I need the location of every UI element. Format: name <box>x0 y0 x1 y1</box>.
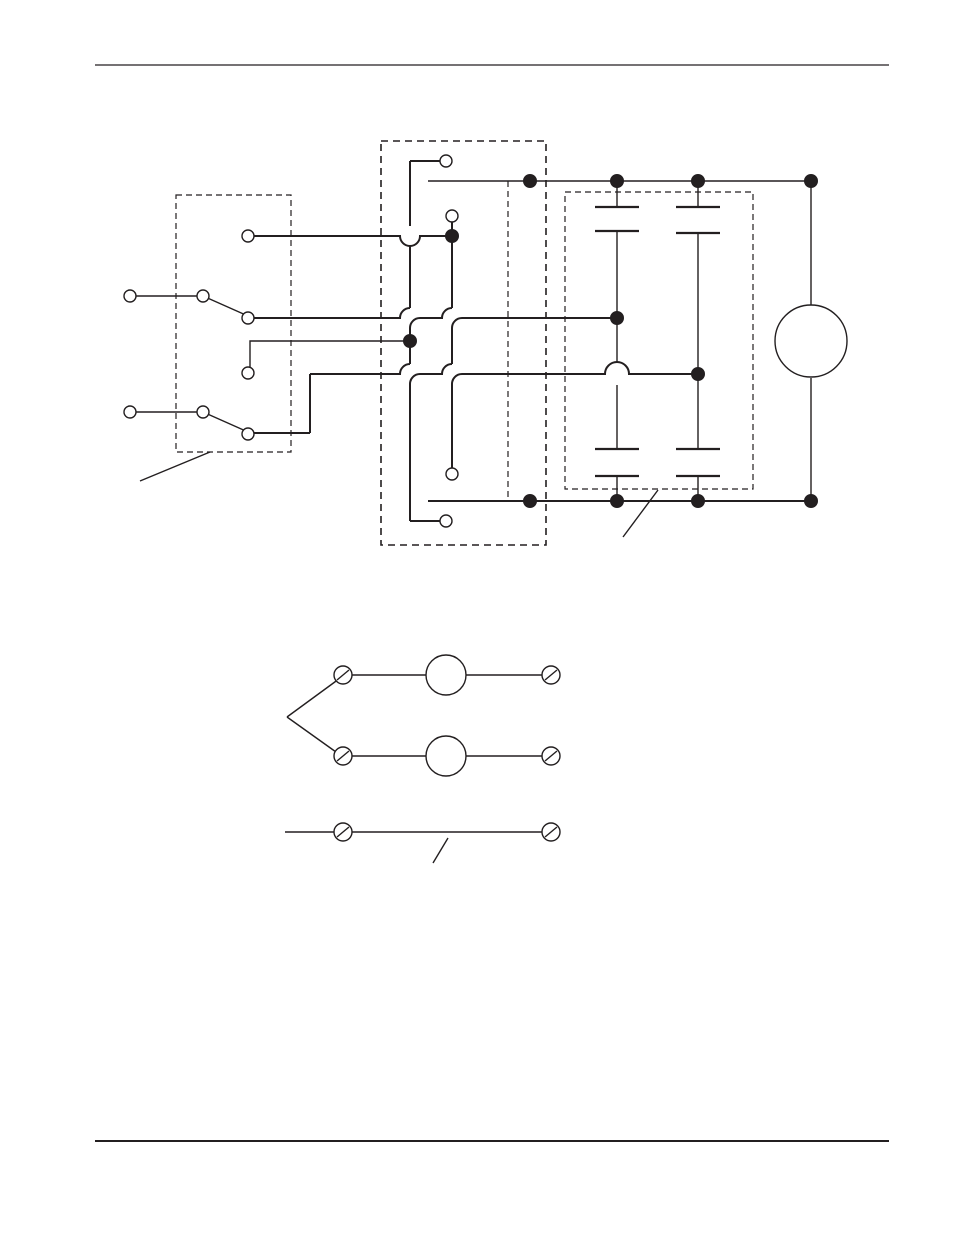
switch-enclosure <box>175 194 292 453</box>
wire-row-341 <box>249 340 410 373</box>
terminal-open <box>445 467 459 481</box>
screw-terminal <box>333 746 353 766</box>
fork-upper <box>286 675 344 718</box>
terminal-enclosure <box>380 140 547 546</box>
motor-circle <box>774 304 848 378</box>
terminal-open <box>241 427 255 441</box>
switch-enclosure-leader <box>139 451 211 482</box>
lamp-circuit-diagram <box>285 654 561 864</box>
terminal-open <box>241 229 255 243</box>
ground-wire-leader <box>432 837 449 864</box>
terminal-open <box>196 289 210 303</box>
junction-dot <box>804 494 818 508</box>
fork-lower <box>286 716 344 758</box>
capacitor-enclosure-leader <box>622 489 659 538</box>
wiring-schematic <box>123 140 848 546</box>
terminal-open <box>445 209 459 223</box>
terminal-open <box>196 405 210 419</box>
terminal-open <box>439 514 453 528</box>
terminal-open <box>241 366 255 380</box>
junction-dot <box>804 174 818 188</box>
junction-dot <box>523 174 537 188</box>
junction-dot <box>691 494 705 508</box>
terminal-open <box>123 289 137 303</box>
terminal-open <box>123 405 137 419</box>
junction-dot <box>691 174 705 188</box>
screw-terminal <box>541 746 561 766</box>
junction-dot <box>610 494 624 508</box>
junction-dot <box>523 494 537 508</box>
capacitor-enclosure <box>564 191 754 490</box>
screw-terminal <box>333 665 353 685</box>
wire-row-374 <box>310 361 698 385</box>
wire-row-236 <box>248 235 452 247</box>
junction-dot <box>691 367 705 381</box>
switch2-blade <box>202 411 249 433</box>
upper-lamp-circle <box>425 654 467 696</box>
switch1-blade <box>202 295 249 317</box>
screw-terminal <box>333 822 353 842</box>
terminal-open <box>439 154 453 168</box>
wire-row-318 <box>248 307 617 329</box>
lower-lamp-circle <box>425 735 467 777</box>
screw-terminal <box>541 665 561 685</box>
screw-terminal <box>541 822 561 842</box>
junction-dot <box>610 311 624 325</box>
junction-dot <box>445 229 459 243</box>
junction-dot <box>403 334 417 348</box>
junction-dot <box>610 174 624 188</box>
terminal-open <box>241 311 255 325</box>
